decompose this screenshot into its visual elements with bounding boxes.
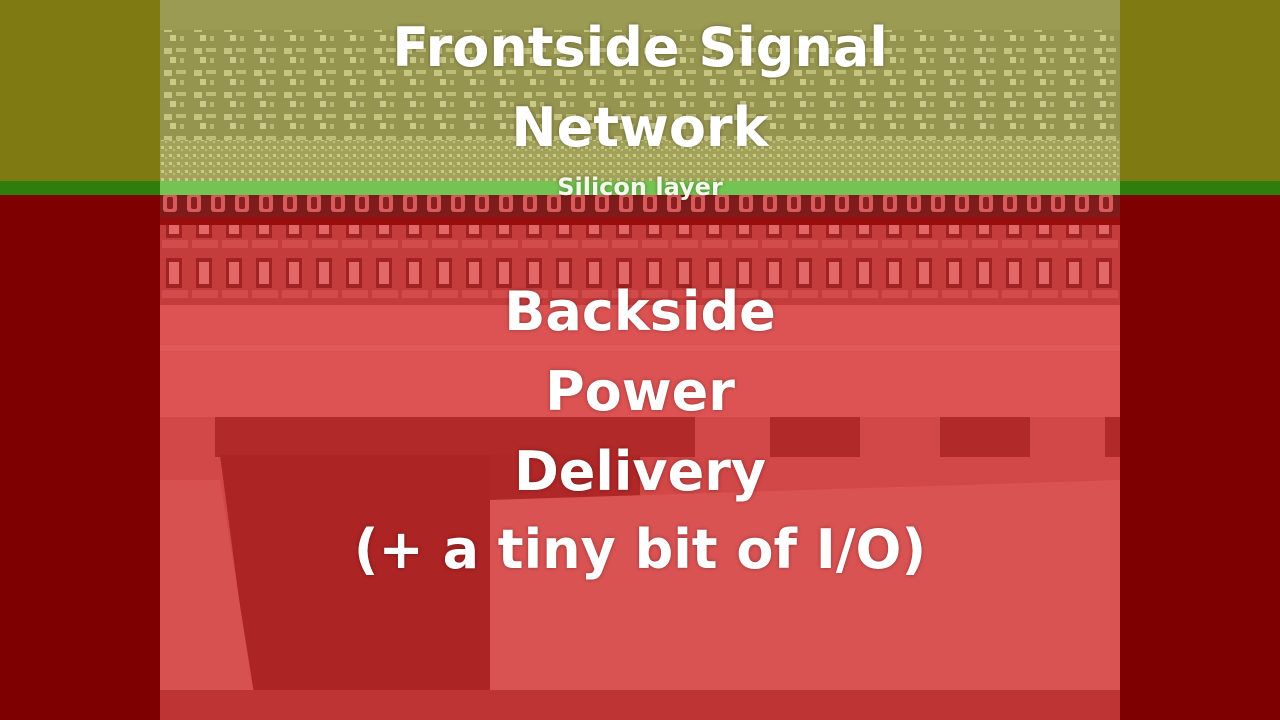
silicon-tint (160, 181, 1120, 195)
frontside-label-line-1: Frontside Signal (392, 16, 888, 79)
backside-label-line-1: Backside (504, 280, 776, 343)
cross-section-drawing (160, 0, 1120, 720)
frontside-tint (160, 0, 1120, 181)
backside-label-line-3: Delivery (513, 440, 767, 503)
backside-tint (160, 195, 1120, 720)
backside-label-line-2: Power (545, 360, 735, 423)
chip-cross-section-image (160, 0, 1120, 720)
backside-label-line-4: (+ a tiny bit of I/O) (353, 518, 927, 581)
frontside-label-line-2: Network (511, 96, 769, 159)
silicon-layer-label: Silicon layer (557, 173, 723, 201)
